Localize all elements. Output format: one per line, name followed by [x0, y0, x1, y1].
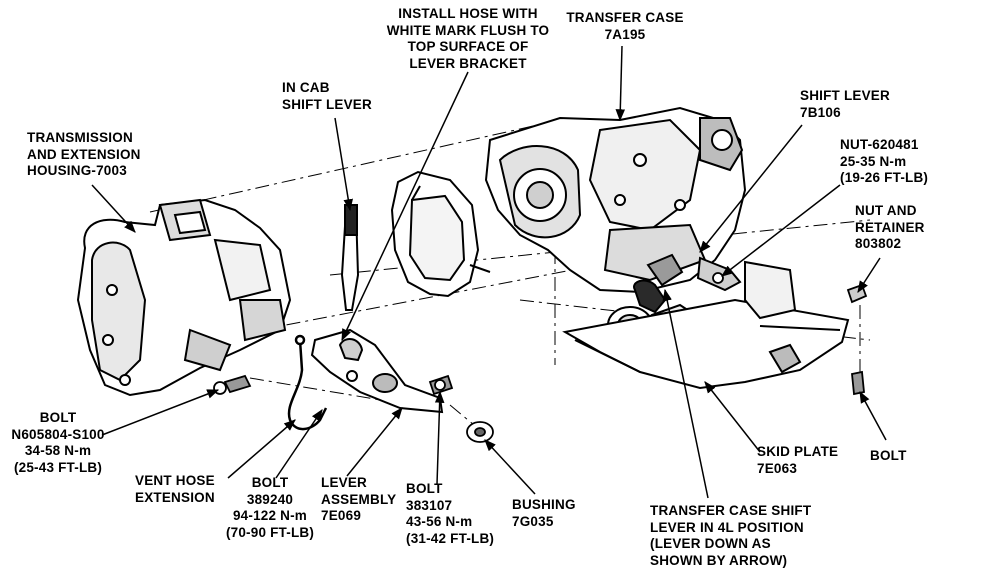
transfer-case-shift-lever: [633, 253, 742, 314]
transmission-housing: [76, 198, 292, 397]
in-cab-shift-lever: [340, 204, 360, 311]
leader-lines: [91, 45, 887, 499]
adapter-plate: [390, 170, 491, 298]
skid-plate: [562, 260, 850, 390]
fasteners: [213, 272, 868, 443]
lever-assembly: [310, 328, 444, 414]
transfer-case-body: [484, 106, 747, 294]
bolt-right-label: BOLT: [870, 448, 907, 463]
